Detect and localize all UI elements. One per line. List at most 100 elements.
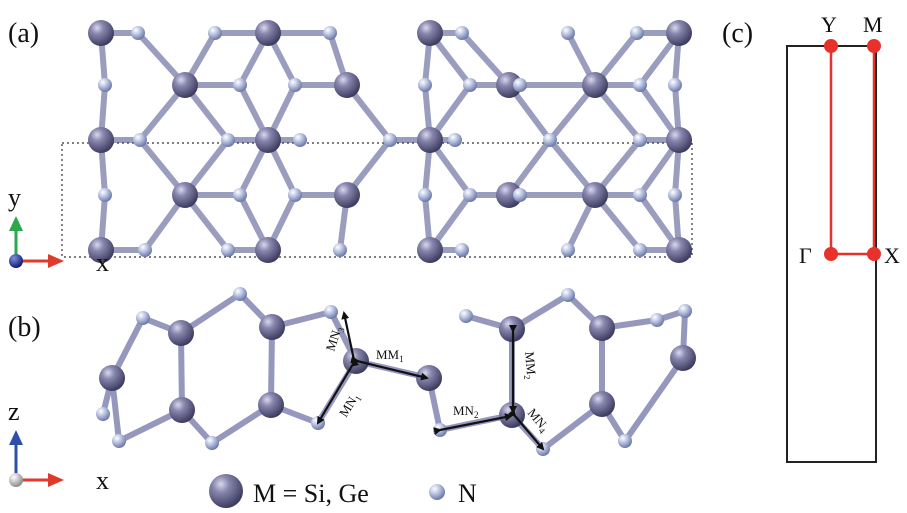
- metal-atom: [589, 391, 615, 417]
- nitrogen-atom: [668, 78, 682, 92]
- metal-atom: [99, 365, 125, 391]
- nitrogen-atom: [463, 188, 477, 202]
- metal-atom: [417, 127, 443, 153]
- nitrogen-atom: [323, 26, 337, 40]
- label-Y: Y: [821, 12, 837, 37]
- metal-atom: [258, 392, 284, 418]
- nitrogen-atom: [463, 78, 477, 92]
- metal-atom: [666, 237, 692, 263]
- nitrogen-atom: [650, 313, 664, 327]
- metal-atom: [88, 237, 114, 263]
- nitrogen-atom: [333, 243, 347, 257]
- nitrogen-atom: [459, 309, 473, 323]
- legend-metal-label: M = Si, Ge: [253, 479, 369, 508]
- metal-atom: [496, 182, 522, 208]
- nitrogen-atom: [324, 305, 338, 319]
- axis-triad-side: z x: [8, 397, 109, 495]
- nitrogen-atom: [131, 26, 145, 40]
- nitrogen-atom: [233, 78, 247, 92]
- metal-atom: [582, 182, 608, 208]
- metal-atom: [172, 182, 198, 208]
- nitrogen-atom: [561, 26, 575, 40]
- label-mn3: MN3: [323, 324, 347, 354]
- nitrogen-atom: [98, 78, 112, 92]
- brillouin-zone: Y M Γ X: [786, 12, 900, 463]
- nitrogen-atom: [233, 188, 247, 202]
- point-Gamma: [824, 247, 838, 261]
- metal-atom: [417, 20, 443, 46]
- label-X: X: [884, 243, 900, 268]
- label-mm1: MM1: [376, 347, 404, 364]
- nitrogen-atom: [418, 78, 432, 92]
- top-view-atoms: [88, 20, 692, 263]
- axis-z-label: z: [8, 397, 20, 426]
- nitrogen-atom: [96, 407, 110, 421]
- legend-nitrogen-label: N: [458, 479, 477, 508]
- arrow-mn3: [341, 311, 360, 367]
- metal-atom: [417, 237, 443, 263]
- atom-legend: M = Si, Ge N: [209, 474, 477, 508]
- axis-triad-top: y x: [8, 183, 109, 277]
- metal-atom: [255, 127, 281, 153]
- metal-atom: [255, 237, 281, 263]
- nitrogen-atom: [633, 188, 647, 202]
- nitrogen-atom: [233, 287, 247, 301]
- nitrogen-atom: [561, 288, 575, 302]
- arrow-mn2: [433, 413, 513, 436]
- nitrogen-atom: [618, 434, 632, 448]
- bond-arrows: [316, 311, 545, 451]
- legend-nitrogen-atom: [429, 484, 445, 500]
- nitrogen-atom: [208, 26, 222, 40]
- nitrogen-atom: [138, 243, 152, 257]
- panel-b-label: (b): [8, 312, 41, 343]
- bond: [268, 324, 275, 408]
- nitrogen-atom: [455, 243, 469, 257]
- nitrogen-atom: [221, 243, 235, 257]
- point-Y: [824, 39, 838, 53]
- metal-atom: [88, 127, 114, 153]
- panel-c-label: (c): [722, 18, 753, 49]
- metal-atom: [666, 127, 692, 153]
- high-symmetry-path: [829, 46, 876, 256]
- nitrogen-atom: [288, 78, 302, 92]
- side-view-structure: MN3 MN1 MM1 MN2 MM2 MN4: [96, 287, 696, 456]
- panel-a-label: (a): [8, 18, 39, 49]
- arrow-mn1: [316, 356, 360, 425]
- metal-atom: [343, 348, 369, 374]
- nitrogen-atom: [455, 26, 469, 40]
- side-view-atoms: [96, 287, 696, 456]
- metal-atom: [496, 72, 522, 98]
- nitrogen-atom: [448, 133, 462, 147]
- metal-atom: [88, 20, 114, 46]
- nitrogen-atom: [513, 78, 527, 92]
- nitrogen-atom: [293, 133, 307, 147]
- label-Gamma: Γ: [799, 243, 812, 268]
- label-mn1: MN1: [336, 390, 364, 421]
- nitrogen-atom: [383, 133, 397, 147]
- metal-atom: [582, 72, 608, 98]
- nitrogen-atom: [418, 188, 432, 202]
- nitrogen-atom: [633, 78, 647, 92]
- point-M: [867, 39, 881, 53]
- metal-atom: [334, 182, 360, 208]
- nitrogen-atom: [678, 304, 692, 318]
- arrow-mn4: [508, 408, 545, 451]
- nitrogen-atom: [668, 188, 682, 202]
- metal-atom: [670, 345, 696, 371]
- label-mn2: MN2: [453, 403, 478, 420]
- nitrogen-atom: [136, 311, 150, 325]
- metal-atom: [259, 314, 285, 340]
- nitrogen-atom: [221, 133, 235, 147]
- nitrogen-atom: [630, 26, 644, 40]
- metal-atom: [416, 365, 442, 391]
- nitrogen-atom: [133, 133, 147, 147]
- legend-metal-atom: [209, 474, 243, 508]
- metal-atom: [589, 315, 615, 341]
- metal-atom: [168, 320, 194, 346]
- metal-atom: [172, 72, 198, 98]
- label-M: M: [863, 12, 883, 37]
- nitrogen-atom: [288, 188, 302, 202]
- axis-x-label-top: x: [96, 248, 109, 277]
- top-view-structure: [61, 20, 693, 263]
